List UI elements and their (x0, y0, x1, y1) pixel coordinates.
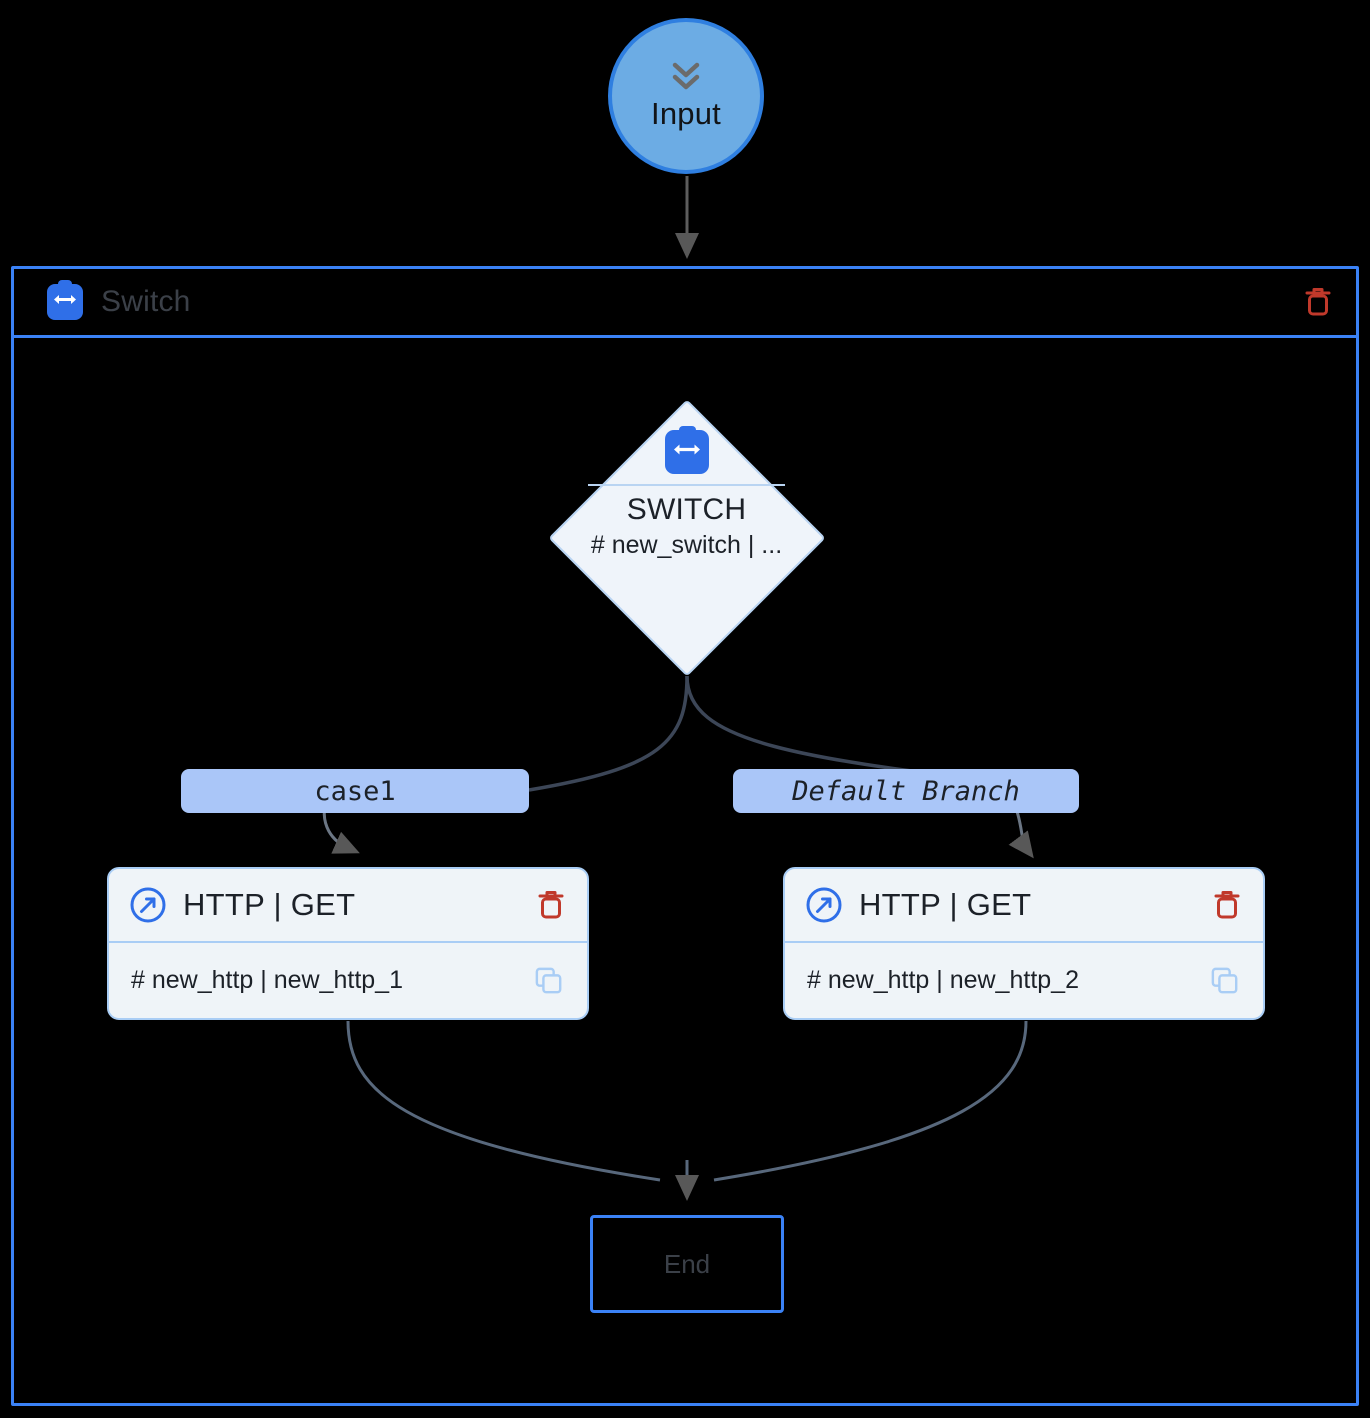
switch-node-title: SWITCH (626, 493, 747, 526)
http-node-1-body: # new_http | new_http_1 (109, 943, 587, 1018)
switch-icon (664, 426, 709, 474)
http-node-1-title: HTTP | GET (183, 887, 356, 922)
switch-node[interactable]: SWITCH # new_switch | ... (547, 398, 826, 677)
input-node-label: Input (651, 96, 721, 131)
http-node-2-subtitle: # new_http | new_http_2 (807, 966, 1079, 994)
switch-container-title: Switch (101, 285, 191, 318)
arrow-up-right-circle-icon (805, 886, 843, 924)
http-node-2-body: # new_http | new_http_2 (785, 943, 1263, 1018)
http-node-2-title: HTTP | GET (859, 887, 1032, 922)
http-node-1[interactable]: HTTP | GET # new_http | new_http_1 (107, 867, 589, 1020)
input-node[interactable]: Input (608, 18, 764, 174)
http-node-1-subtitle: # new_http | new_http_1 (131, 966, 403, 994)
switch-icon (47, 280, 83, 320)
http-node-2-delete-button[interactable] (1213, 889, 1241, 921)
http-node-1-copy-button[interactable] (535, 967, 563, 995)
http-node-1-delete-button[interactable] (537, 889, 565, 921)
switch-container-delete-button[interactable] (1304, 286, 1332, 318)
http-node-1-header: HTTP | GET (109, 869, 587, 943)
switch-container: Switch (11, 266, 1359, 1406)
switch-node-content: SWITCH # new_switch | ... (548, 399, 825, 676)
branch-label-default[interactable]: Default Branch (733, 769, 1079, 813)
http-node-2[interactable]: HTTP | GET # new_http | new_http_2 (783, 867, 1265, 1020)
switch-node-subtitle: # new_switch | ... (590, 531, 783, 559)
http-node-2-header: HTTP | GET (785, 869, 1263, 943)
end-node-label: End (663, 1248, 711, 1279)
switch-node-divider (588, 484, 785, 486)
double-chevron-down-icon (668, 60, 704, 94)
end-node[interactable]: End (590, 1215, 784, 1313)
arrow-up-right-circle-icon (129, 886, 167, 924)
switch-container-header: Switch (14, 269, 1356, 338)
branch-label-case1[interactable]: case1 (181, 769, 529, 813)
http-node-2-copy-button[interactable] (1211, 967, 1239, 995)
